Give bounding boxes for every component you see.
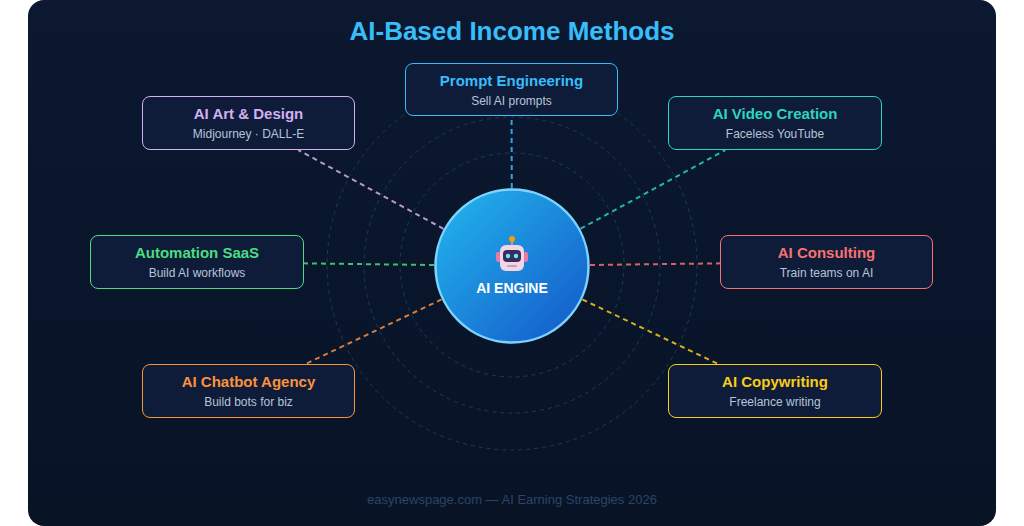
- node-subtitle: Build bots for biz: [204, 394, 293, 410]
- method-box: AI Chatbot AgencyBuild bots for biz: [142, 364, 355, 418]
- orbit-ring: [327, 80, 697, 450]
- robot-icon: [492, 235, 532, 275]
- node-subtitle: Faceless YouTube: [726, 126, 824, 142]
- hub-circle: AI ENGINE: [434, 188, 590, 344]
- node-subtitle: Sell AI prompts: [471, 93, 552, 109]
- dashed-connector: [305, 299, 441, 364]
- dashed-connector: [590, 263, 720, 265]
- node-title: AI Consulting: [778, 243, 876, 262]
- dashed-connector: [511, 116, 513, 188]
- method-box: AI Art & DesignMidjourney · DALL-E: [142, 96, 355, 150]
- site-caption: easynewspage.com — AI Earning Strategies…: [0, 492, 1024, 507]
- node-subtitle: Train teams on AI: [780, 265, 874, 281]
- node-title: Automation SaaS: [135, 243, 259, 262]
- node-subtitle: Midjourney · DALL-E: [193, 126, 304, 142]
- node-title: AI Chatbot Agency: [182, 372, 316, 391]
- node-subtitle: Freelance writing: [729, 394, 820, 410]
- node-title: AI Copywriting: [722, 372, 828, 391]
- node-subtitle: Build AI workflows: [149, 265, 246, 281]
- method-box: AI ConsultingTrain teams on AI: [720, 235, 933, 289]
- method-box: AI CopywritingFreelance writing: [668, 364, 882, 418]
- dashed-connector: [581, 150, 726, 229]
- node-title: AI ENGINE: [476, 279, 548, 298]
- dashed-connector: [298, 150, 443, 229]
- node-title: AI Video Creation: [713, 104, 838, 123]
- node-title: Prompt Engineering: [440, 71, 583, 90]
- hub-disc: [436, 190, 589, 343]
- method-box: AI Video CreationFaceless YouTube: [668, 96, 882, 150]
- method-box: Prompt EngineeringSell AI prompts: [405, 63, 618, 116]
- dashed-connector: [582, 299, 718, 364]
- method-box: Automation SaaS Build AI workflows: [90, 235, 304, 289]
- orbit-ring: [364, 117, 660, 413]
- diagram-title: AI-Based Income Methods: [0, 16, 1024, 47]
- node-title: AI Art & Design: [194, 104, 303, 123]
- dashed-connector: [304, 263, 434, 265]
